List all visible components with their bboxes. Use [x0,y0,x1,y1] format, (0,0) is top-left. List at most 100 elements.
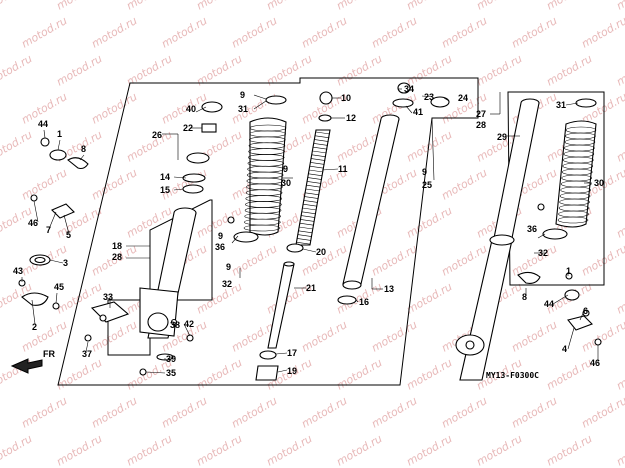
label-33: 33 [103,292,113,302]
leader-line [567,327,575,350]
label-4: 4 [562,344,567,354]
boot-rib [243,224,281,232]
label-19: 19 [287,366,297,376]
watermark-text: motod.ru [544,52,594,89]
label-5: 5 [66,230,71,240]
watermark-text: motod.ru [299,318,349,355]
fr-arrow-icon [10,358,43,374]
label-31b: 31 [556,100,566,110]
watermark-text: motod.ru [299,394,349,431]
label-17: 17 [287,348,297,358]
spring-coil [305,188,320,192]
watermark-text: motod.ru [544,432,594,468]
spring-coil [307,181,322,184]
spring-coil [300,215,316,218]
spring-coil [299,222,314,226]
right-dust-boot [537,98,597,240]
spring-coil [314,139,329,142]
spring-coil [298,226,314,230]
label-44a: 44 [38,119,48,129]
watermark-text: motod.ru [124,432,174,468]
watermark-text: motod.ru [579,14,625,51]
spring-coil [305,192,320,196]
leader-line [173,188,184,191]
watermark-text: motod.ru [0,128,34,165]
spring-coil [313,143,329,146]
leader-line [31,299,36,325]
watermark-text: motod.ru [194,432,244,468]
watermark-text: motod.ru [474,432,524,468]
part-labels: 44 1 8 46 7 5 3 43 45 2 FR 40 22 26 14 1… [13,84,604,380]
spring-coil [306,184,321,188]
label-27: 27 [476,109,486,119]
leader-line [145,371,166,374]
label-8b: 8 [522,292,527,302]
leader-line [579,310,585,321]
watermark-text: motod.ru [89,318,139,355]
left-fork-tube [337,82,450,305]
watermark-text: motod.ru [194,280,244,317]
leader-line [85,341,89,353]
spring-coil [309,165,324,169]
watermark-text: motod.ru [229,242,279,279]
label-42: 42 [184,319,194,329]
watermark-text: motod.ru [54,0,104,13]
label-28a: 28 [112,252,122,262]
watermark-text: motod.ru [229,14,279,51]
leader-line [173,321,179,326]
label-38: 38 [170,320,180,330]
watermark-text: motod.ru [124,128,174,165]
watermark-text: motod.ru [404,128,454,165]
label-39: 39 [166,354,176,364]
leader-line [277,369,288,373]
spring-coil [312,150,327,154]
leader-line [183,323,191,337]
watermark-text: motod.ru [439,394,489,431]
spring-coil [297,234,312,237]
leader-line [63,214,70,235]
label-9a: 9 [240,90,245,100]
label-46a: 46 [28,218,38,228]
leader-line [302,248,317,253]
leader-line [253,100,267,110]
label-25: 25 [422,180,432,190]
label-1a: 1 [57,129,62,139]
leader-line [173,176,187,179]
leader-line [43,129,46,139]
watermark-text: motod.ru [19,166,69,203]
watermark-text: motod.ru [474,0,524,13]
label-37: 37 [82,349,92,359]
leader-line [79,154,85,161]
watermark-text: motod.ru [0,432,34,468]
watermark-text: motod.ru [614,128,625,165]
leader-line [537,233,546,239]
watermark-text: motod.ru [159,394,209,431]
watermark-text: motod.ru [404,0,454,13]
watermark-text: motod.ru [544,0,594,13]
watermark-text: motod.ru [439,242,489,279]
label-32a: 32 [222,279,232,289]
spring-coil [303,203,318,207]
watermark-text: motod.ru [544,356,594,393]
watermark-text: motod.ru [89,90,139,127]
watermark-text: motod.ru [579,242,625,279]
label-9d: 9 [226,262,231,272]
label-35: 35 [166,368,176,378]
watermark-text: motod.ru [194,0,244,13]
spring-coil [303,200,318,203]
watermark-text: motod.ru [404,204,454,241]
label-36b: 36 [527,224,537,234]
label-46b: 46 [590,358,600,368]
label-26: 26 [152,130,162,140]
watermark-text: motod.ru [54,432,104,468]
label-29: 29 [497,132,507,142]
spring-coil [315,135,330,139]
leader-line [421,95,434,98]
watermark-text: motod.ru [19,14,69,51]
spring-coil [296,241,311,245]
watermark-text: motod.ru [19,394,69,431]
watermark-text: motod.ru [0,0,34,13]
watermark-text: motod.ru [89,166,139,203]
label-45: 45 [54,282,64,292]
watermark-text: motod.ru [334,356,384,393]
